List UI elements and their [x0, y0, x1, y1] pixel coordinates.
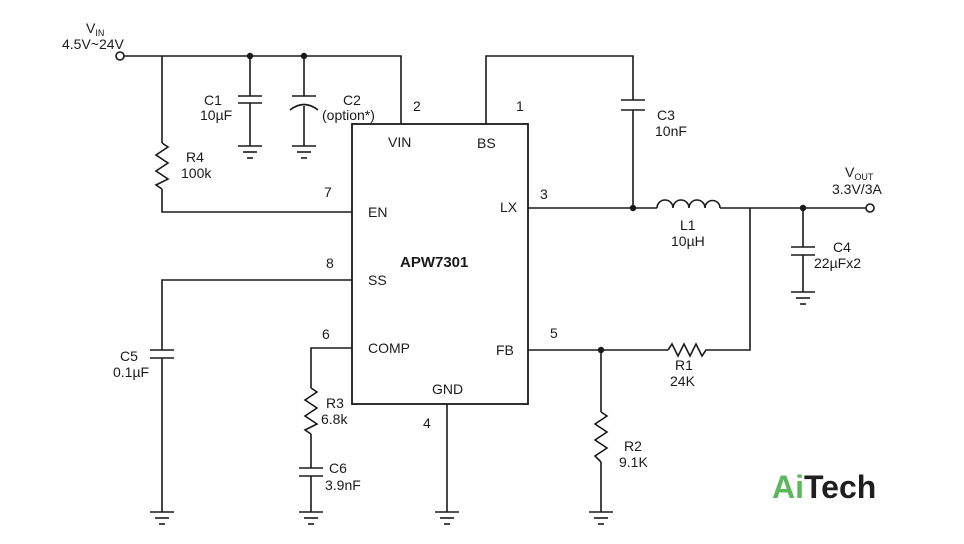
junctions: [246, 52, 807, 354]
inductor-l1: [656, 199, 721, 209]
junction-dot: [629, 204, 637, 212]
c2-value: (option*): [322, 107, 375, 123]
ic-pin-label-lx: LX: [500, 199, 518, 215]
c5-ref: C5: [120, 348, 138, 364]
wire-r4-en: [161, 56, 352, 213]
wire-feedback-return: [710, 208, 751, 351]
c2-ref: C2: [343, 92, 361, 108]
vin-range: 4.5V~24V: [62, 36, 125, 52]
ic-body: [351, 123, 529, 405]
ground-symbol: [435, 511, 459, 525]
ground-symbol: [238, 145, 262, 159]
aitech-logo: AiTech: [772, 469, 876, 505]
capacitor-c1: [238, 95, 262, 104]
c4-value: 22µFx2: [814, 255, 861, 271]
c1-ref: C1: [204, 92, 222, 108]
ic-pin-label-ss: SS: [368, 272, 387, 288]
junction-dot: [597, 346, 605, 354]
vin-label: VIN: [86, 20, 104, 38]
r3-value: 6.8k: [321, 411, 348, 427]
r4-ref: R4: [186, 149, 204, 165]
junction-dot: [799, 204, 807, 212]
ground-symbol: [292, 145, 316, 159]
pin-number-en: 7: [324, 184, 332, 200]
ic-pin-label-en: EN: [368, 204, 387, 220]
c4-ref: C4: [833, 239, 851, 255]
l1-ref: L1: [680, 217, 696, 233]
ic-part-number: APW7301: [400, 254, 468, 271]
c3-value: 10nF: [655, 123, 687, 139]
wire-comp: [310, 347, 352, 512]
pin-number-comp: 6: [322, 326, 330, 342]
r3-ref: R3: [326, 395, 344, 411]
resistor-r3: [303, 387, 319, 435]
wires: [124, 55, 866, 512]
ic-pin-label-fb: FB: [496, 342, 514, 358]
pin-number-vin: 2: [413, 98, 421, 114]
capacitor-c6: [299, 467, 323, 477]
r1-ref: R1: [675, 357, 693, 373]
wire-vin-rail: [124, 55, 402, 124]
vin-terminal: [115, 51, 125, 61]
r2-value: 9.1K: [619, 454, 648, 470]
capacitor-c5: [150, 349, 174, 359]
ground-symbol: [150, 511, 174, 525]
ground-symbol: [589, 511, 613, 525]
vout-terminal: [865, 203, 875, 213]
l1-value: 10µH: [671, 233, 705, 249]
r1-value: 24K: [670, 373, 696, 389]
junction-dot: [246, 52, 254, 60]
wire-ss-c5: [161, 279, 352, 512]
c6-value: 3.9nF: [325, 477, 361, 493]
r2-ref: R2: [624, 438, 642, 454]
pin-number-ss: 8: [326, 255, 334, 271]
ground-symbol: [299, 511, 323, 525]
c6-ref: C6: [329, 460, 347, 476]
ic-pin-label-vin: VIN: [388, 134, 411, 150]
ic-pin-label-gnd: GND: [432, 381, 463, 397]
vout-label: VOUT: [845, 164, 874, 182]
vout-rating: 3.3V/3A: [832, 181, 882, 197]
capacitor-c4: [791, 246, 815, 256]
junction-dot: [300, 52, 308, 60]
pin-number-fb: 5: [550, 325, 558, 341]
resistor-r2: [593, 411, 609, 463]
pin-number-gnd: 4: [423, 415, 431, 431]
c5-value: 0.1µF: [113, 364, 149, 380]
wire-bs-c3: [485, 55, 634, 208]
resistor-r4: [154, 142, 170, 190]
c1-value: 10µF: [200, 107, 232, 123]
c3-ref: C3: [657, 107, 675, 123]
ic-pin-label-comp: COMP: [368, 340, 410, 356]
pin-number-lx: 3: [540, 186, 548, 202]
r4-value: 100k: [181, 165, 212, 181]
resistor-r1: [667, 342, 710, 358]
pin-number-bs: 1: [516, 98, 524, 114]
ground-symbols: [150, 145, 815, 525]
ic-pin-label-bs: BS: [477, 135, 496, 151]
capacitor-c2-polarized: [289, 95, 319, 111]
capacitor-c3: [621, 99, 645, 111]
ground-symbol: [791, 291, 815, 305]
